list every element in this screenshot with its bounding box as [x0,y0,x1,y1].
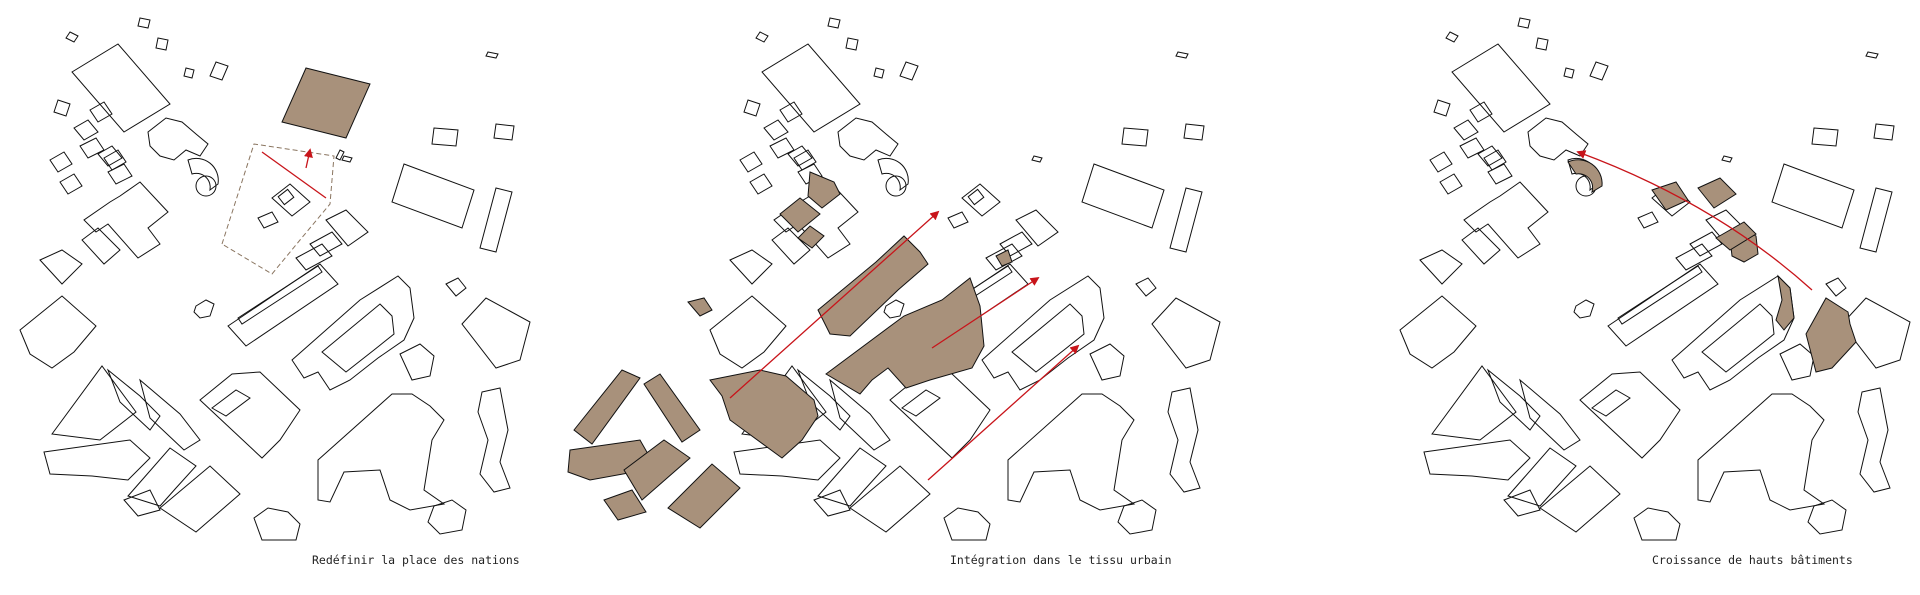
arrow-right [927,344,1080,481]
highlight-arc [1567,159,1603,194]
panel-2-caption: Intégration dans le tissu urbain [950,553,1172,567]
highlight-building [281,67,371,139]
arrow-middle [931,276,1040,349]
panel-3-map [1399,17,1911,541]
highlight-small-2 [797,225,825,249]
panel-2-map [567,17,1221,541]
highlight-blob [687,297,713,317]
highlight-small [779,197,821,233]
highlight-small-3 [1651,181,1689,211]
highlight-slab-center [817,235,929,337]
highlight-block-1 [573,369,641,445]
panel-1-caption: Redéfinir la place des nations [312,553,520,567]
highlight-courtyard [825,277,985,395]
highlight-square [1697,177,1737,209]
site-boundary-dashed [221,143,335,275]
highlight-corner-3b [1715,221,1757,251]
highlight-block-2 [643,373,701,443]
arrow-line-bar [261,151,327,199]
panel-3-caption: Croissance de hauts bâtiments [1652,553,1853,567]
arrow-up [303,148,313,169]
highlight-edge [1775,274,1795,331]
arrow-left [729,210,940,399]
highlight-dot [995,249,1013,267]
highlight-block-7 [709,369,819,459]
highlight-corner [807,171,841,209]
panel-1-map [19,17,531,541]
highlight-pentagon [1805,297,1857,373]
highlight-block-4 [623,439,691,501]
arrow-curve [1576,150,1813,291]
highlight-block-5 [603,489,647,521]
highlight-block-6 [667,463,741,529]
